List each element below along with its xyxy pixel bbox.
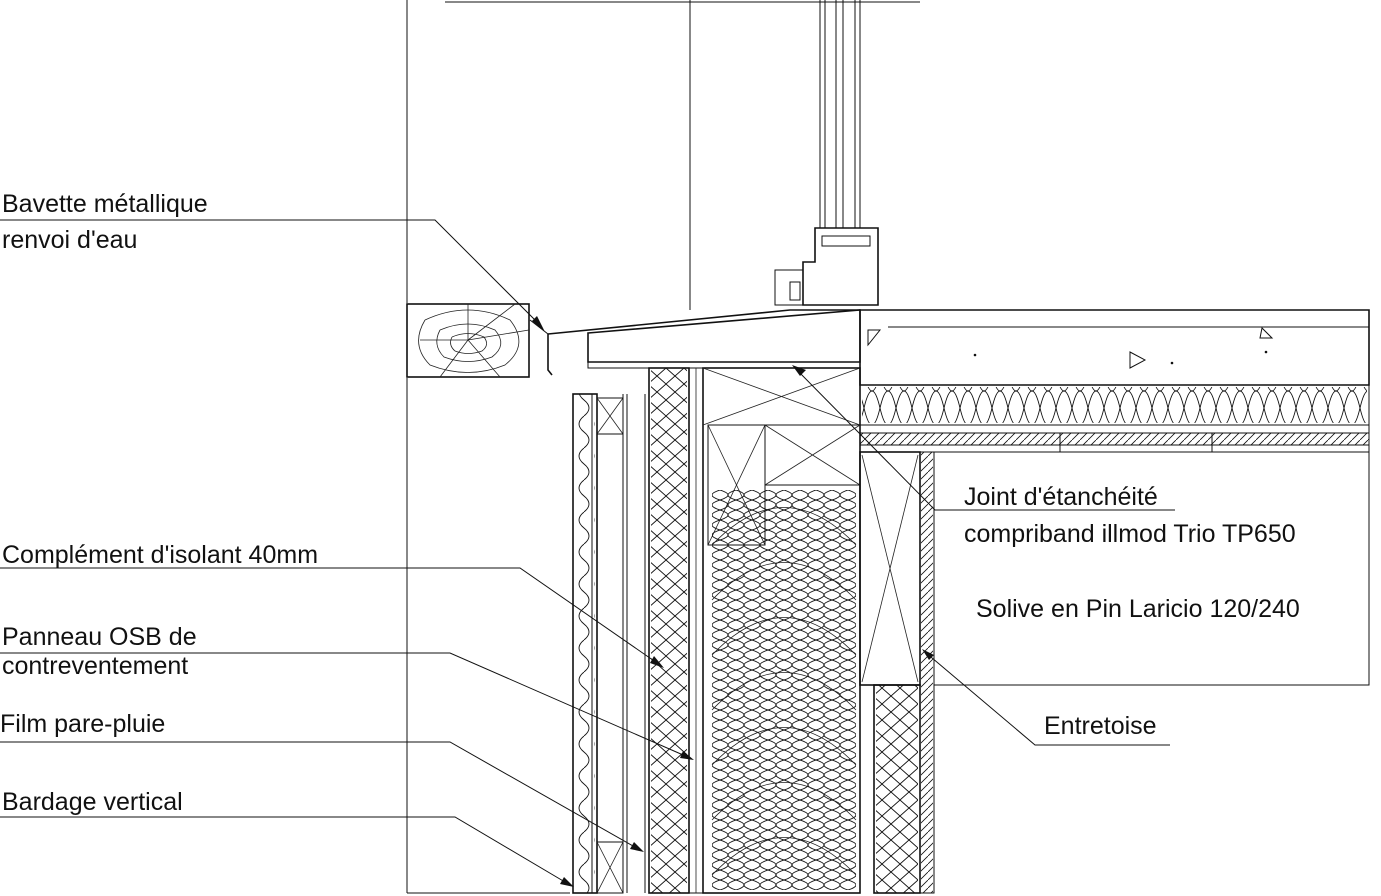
- window-frame: [774, 0, 879, 306]
- label-bardage-vertical: Bardage vertical: [2, 788, 183, 816]
- floor-insulation: [859, 384, 1370, 426]
- label-joint-line2: compriband illmod Trio TP650: [964, 520, 1296, 548]
- leader-lines: [0, 219, 1175, 887]
- timber-beam-section: [406, 303, 530, 378]
- label-solive: Solive en Pin Laricio 120/240: [976, 595, 1300, 623]
- label-complement-isolant: Complément d'isolant 40mm: [2, 541, 318, 569]
- inner-insulation: [873, 684, 921, 894]
- floor-boarding: [859, 424, 1370, 453]
- wall-insulation: [711, 490, 857, 890]
- floor-joist: [934, 451, 1370, 686]
- metal-flashing: [529, 309, 860, 376]
- battens: [596, 394, 646, 894]
- label-bavette-line1: Bavette métallique: [2, 190, 208, 218]
- label-bavette-line2: renvoi d'eau: [2, 226, 137, 254]
- upper-wall-outline: [406, 0, 920, 894]
- vertical-cladding: [572, 393, 598, 894]
- osb-board: [688, 367, 704, 894]
- label-joint-line1: Joint d'étanchéité: [964, 483, 1158, 511]
- complementary-insulation: [648, 367, 690, 894]
- label-osb-line1: Panneau OSB de: [2, 623, 197, 651]
- label-osb-line2: contreventement: [2, 652, 188, 680]
- label-film-pare-pluie: Film pare-pluie: [0, 710, 165, 738]
- floor-screed: [859, 309, 1370, 386]
- window-sill: [587, 309, 861, 369]
- label-entretoise: Entretoise: [1044, 712, 1157, 740]
